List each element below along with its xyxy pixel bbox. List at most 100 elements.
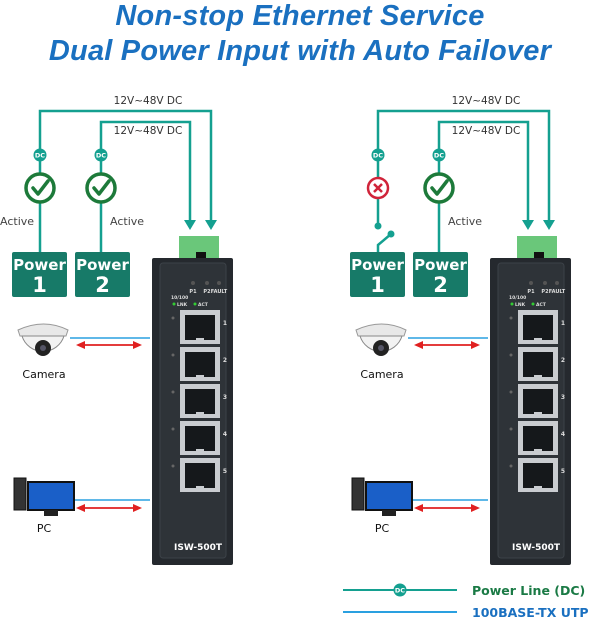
terminal-block-body [517,236,557,258]
rj45-port-5: 5 [171,458,227,492]
port-number: 3 [223,394,227,401]
dc-badge-icon: DC [371,148,385,162]
camera-icon [17,323,69,356]
port-socket[interactable] [185,352,215,377]
power-box-bg [350,252,405,297]
rj45-port-3: 3 [509,384,565,418]
rj45-port-2: 2 [171,347,227,381]
port-socket[interactable] [185,426,215,451]
power-box-label: Power [76,256,129,274]
dc-badge-text: DC [96,152,106,160]
port-led [171,390,175,394]
dc-badge-text: DC [373,152,383,160]
lnk-led [172,302,176,306]
status-label-power1: Active [0,215,34,228]
check-circle [85,172,117,204]
port-socket[interactable] [185,389,215,414]
port-clip [196,412,204,416]
port-socket[interactable] [523,426,553,451]
pc-tower [351,477,365,511]
line-gap [374,224,382,252]
port-number: 5 [223,468,227,475]
dc-badge-circle [432,148,446,162]
pc-monitor [365,481,413,511]
port-socket[interactable] [185,463,215,488]
dc-badge-circle [371,148,385,162]
pc-label: PC [375,522,390,535]
rj45-port-5: 5 [509,458,565,492]
dc-badge-circle [33,148,47,162]
dc-badge-icon: DC [432,148,446,162]
port-led [509,464,513,468]
power-box-number: 2 [95,273,110,297]
port-led [509,353,513,357]
port-number: 4 [223,431,227,438]
status-led [191,281,195,285]
power-box-number: 1 [370,273,385,297]
led-label: FAULT [211,289,228,295]
lnk-label: LNK [515,302,526,308]
power-box-bg [75,252,130,297]
power-box-bg [413,252,468,297]
rj45-port-2: 2 [509,347,565,381]
legend-power-line-label: Power Line (DC) [472,583,585,598]
speed-label: 10/100 [171,295,188,301]
camera-link [70,337,150,349]
port-socket[interactable] [523,463,553,488]
check-mark [31,179,50,196]
title-line-1: Non-stop Ethernet Service [115,0,485,32]
port-socket[interactable] [523,315,553,340]
check-circle [24,172,56,204]
led-label: FAULT [549,289,566,295]
camera-mount [17,323,69,337]
port-socket[interactable] [185,315,215,340]
switch-model-label: ISW-500T [512,543,561,553]
arrow-left-icon [414,504,423,512]
pc-label: PC [37,522,52,535]
status-label-power2: Active [110,215,144,228]
check-circle [423,172,455,204]
arrow-right-icon [133,504,142,512]
terminal-screw [534,252,544,260]
terminal-block [179,236,219,260]
terminal-block [517,236,557,260]
port-clip [196,375,204,379]
port-socket[interactable] [523,352,553,377]
port-clip [196,338,204,342]
port-number: 1 [223,320,227,327]
rj45-port-4: 4 [509,421,565,455]
legend-utp-label: 100BASE-TX UTP [472,605,589,620]
port-number: 4 [561,431,565,438]
pc-monitor [27,481,75,511]
arrow-down-icon [522,220,534,230]
dc-badge-icon: DC [393,583,407,597]
port-number: 1 [561,320,565,327]
port-number: 2 [561,357,565,364]
switch-contact [374,222,382,230]
pc-link [70,499,150,512]
pc-link [408,499,488,512]
port-number: 5 [561,468,565,475]
port-clip [534,449,542,453]
act-label: ACT [536,302,547,308]
camera-mount [355,323,407,337]
rj45-port-1: 1 [171,310,227,344]
port-clip [534,412,542,416]
port-number: 2 [223,357,227,364]
failed-x-icon [366,176,395,252]
terminal-block-body [179,236,219,258]
camera-link [408,337,488,349]
camera-icon [355,323,407,356]
rj45-port-3: 3 [171,384,227,418]
arrow-left-icon [76,341,85,349]
port-socket[interactable] [523,389,553,414]
act-led [193,302,197,306]
